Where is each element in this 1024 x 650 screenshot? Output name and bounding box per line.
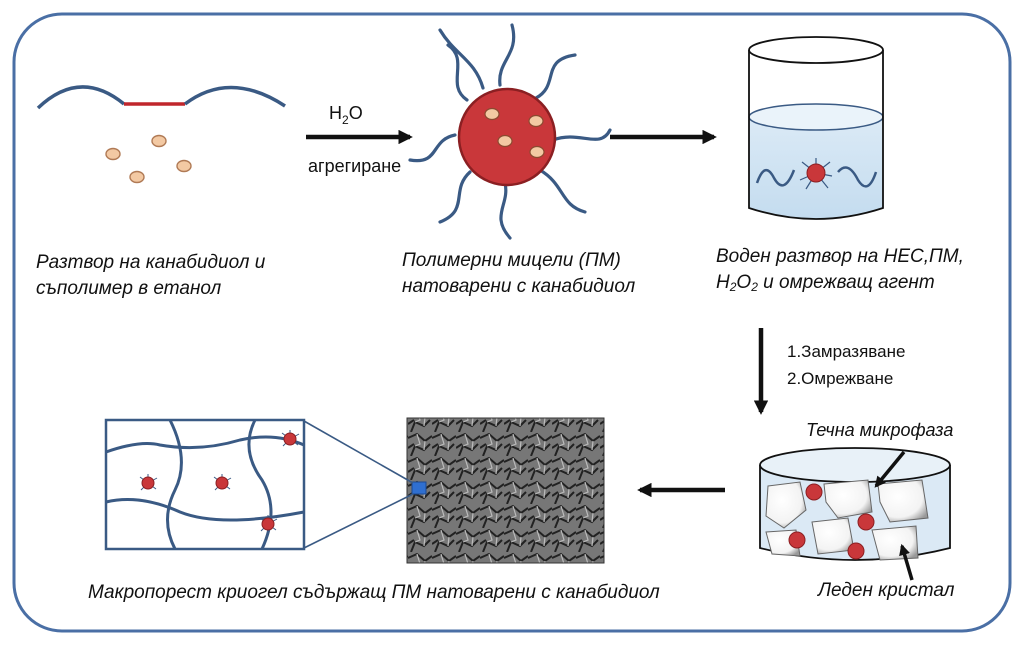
drug-particle [129, 170, 145, 184]
caption-solution-line1: Разтвор на канабидиол и [36, 252, 266, 273]
small-micelles [788, 483, 875, 560]
caption-solution: Разтвор на канабидиол и съполимер в етан… [36, 250, 265, 302]
sem-image-icon [406, 417, 605, 564]
copolymer-chain-right [183, 85, 286, 108]
caption-micelles-line1: Полимерни мицели (ПМ) [402, 250, 621, 271]
micelle-icon [408, 23, 612, 240]
caption-solution-line2: съполимер в етанол [36, 278, 222, 299]
drug-particle [151, 134, 167, 148]
step-freeze: 1.Замразяване [787, 342, 906, 361]
arrow1-label: агрегиране [308, 156, 401, 176]
beaker-icon [748, 36, 884, 220]
label-liquid-microphase: Течна микрофаза [806, 420, 954, 440]
caption-aqueous-line1: Воден разтвор на НЕС,ПМ, [716, 246, 964, 267]
step-crosslink: 2.Омрежване [787, 369, 894, 388]
ice-crystals [765, 479, 929, 561]
pointer-ice-crystal [899, 543, 914, 581]
caption-aqueous-line2: H2O2 и омрежващ агент [716, 272, 935, 294]
caption-micelles-line2: натоварени с канабидиол [402, 276, 636, 297]
copolymer-solution [36, 85, 286, 184]
frozen-cylinder [759, 447, 951, 561]
drug-particle [176, 159, 192, 173]
caption-cryogel: Макропорест криогел съдържащ ПМ натоваре… [88, 582, 660, 603]
caption-micelles: Полимерни мицели (ПМ) натоварени с канаб… [402, 248, 635, 300]
zoom-line-bottom [303, 493, 414, 549]
zoom-line-top [303, 420, 414, 484]
arrow1-reagent: H2O [329, 103, 363, 127]
label-ice-crystal: Леден кристал [818, 580, 955, 601]
drug-particle [105, 147, 121, 161]
caption-aqueous: Воден разтвор на НЕС,ПМ, H2O2 и омрежващ… [716, 244, 964, 296]
pointer-liquid-microphase [874, 450, 906, 488]
network-zoom-box [104, 418, 306, 551]
copolymer-chain-left [36, 85, 126, 110]
